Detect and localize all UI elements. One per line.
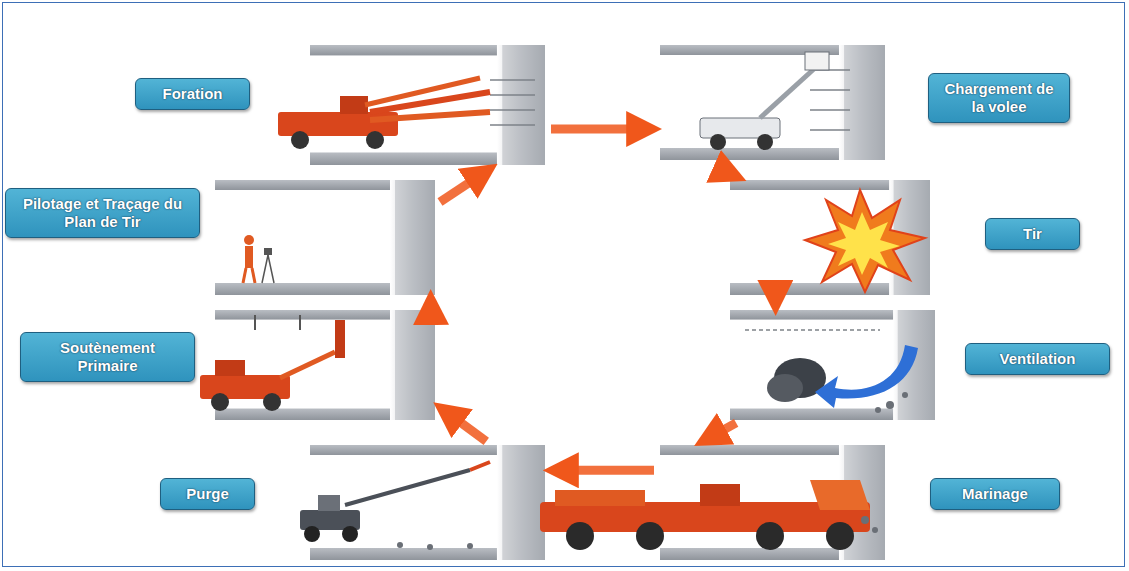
process-step: Foration [135, 45, 545, 165]
cycle-arrow [559, 466, 654, 475]
process-step: Chargement de la volee [660, 45, 1080, 165]
step-label: Foration [135, 78, 250, 110]
step-label: Tir [985, 218, 1080, 250]
cycle-arrow [440, 173, 484, 202]
cycle-arrow [771, 297, 780, 300]
step-label: Ventilation [965, 343, 1110, 375]
cycle-arrow [715, 167, 731, 174]
cycle-arrow [426, 305, 435, 308]
cycle-arrow [446, 412, 486, 442]
cycle-arrow [551, 125, 646, 134]
step-label: Marinage [930, 478, 1060, 510]
process-step: Tir [730, 180, 1080, 295]
process-step: Pilotage et Traçage du Plan de Tir [5, 180, 435, 295]
process-step: Purge [160, 445, 545, 560]
step-label: Soutènement Primaire [20, 332, 195, 382]
step-label: Chargement de la volee [928, 73, 1070, 123]
step-label: Pilotage et Traçage du Plan de Tir [5, 188, 200, 238]
cycle-arrow [708, 423, 736, 438]
process-step: Ventilation [730, 310, 1110, 420]
step-label: Purge [160, 478, 255, 510]
process-step: Marinage [660, 445, 1060, 560]
process-step: Soutènement Primaire [20, 310, 435, 420]
